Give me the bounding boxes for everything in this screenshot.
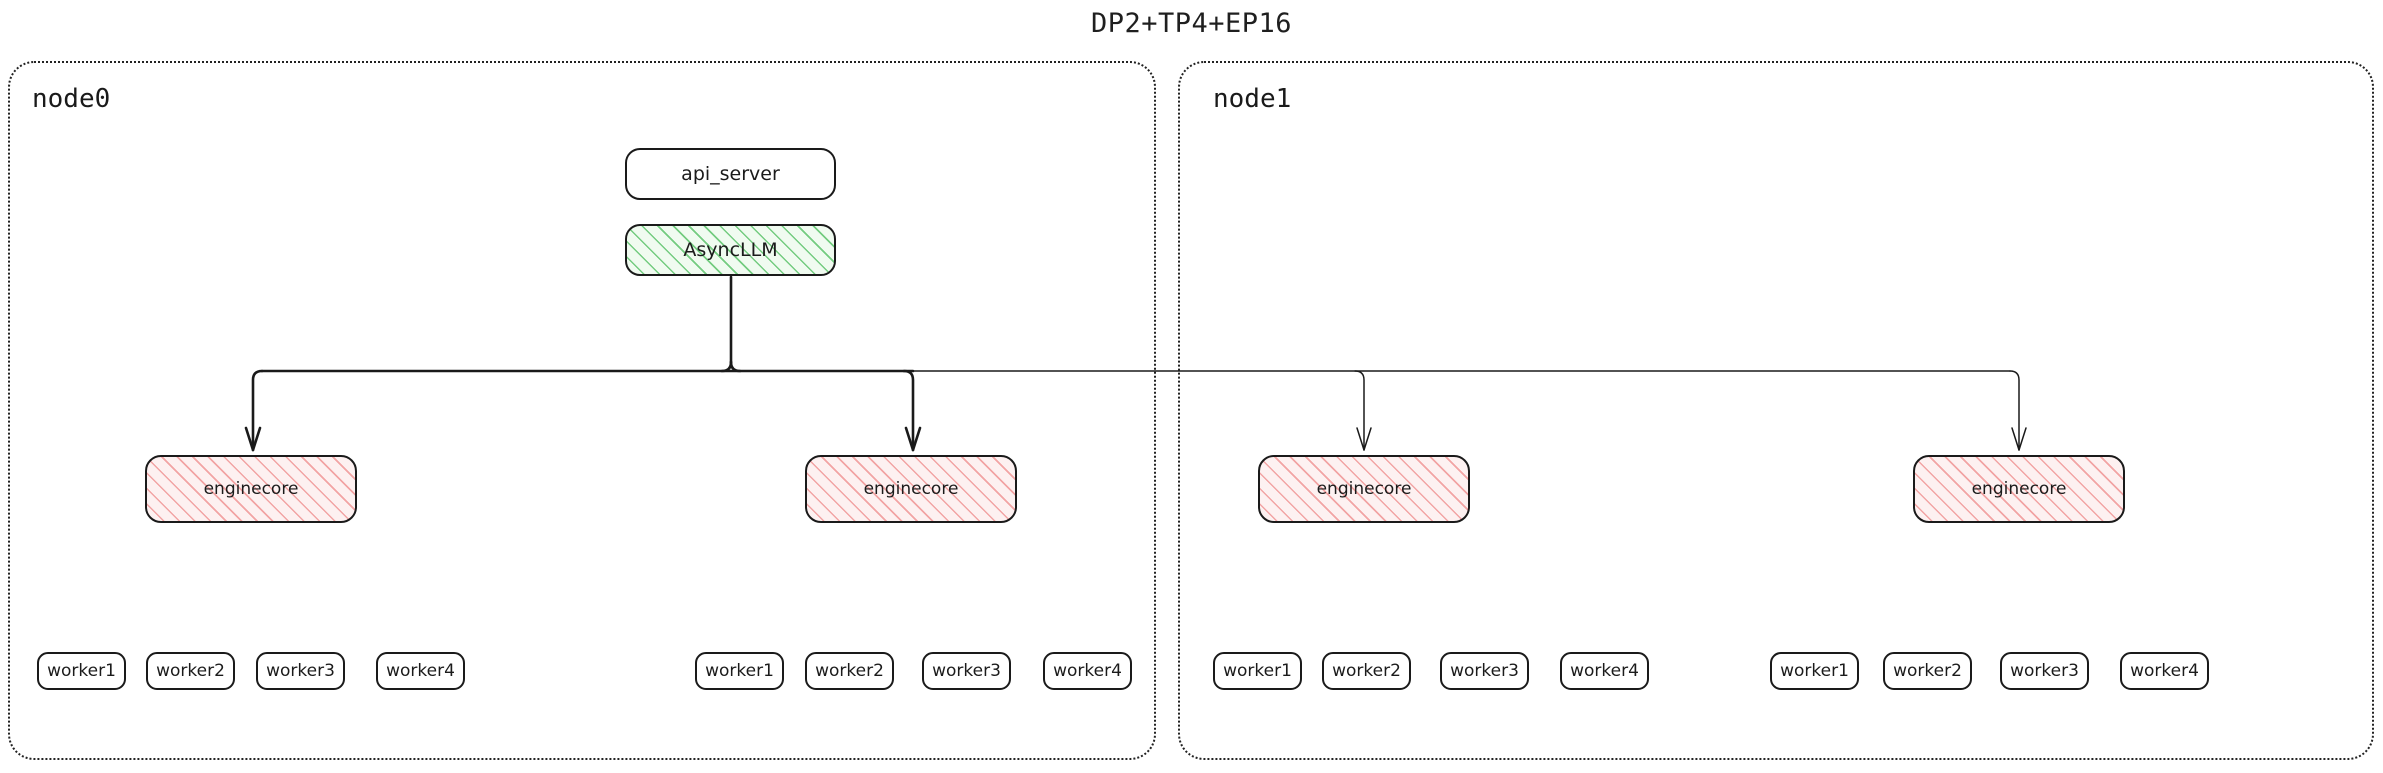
worker-box-node0-g1-worker3: worker3: [922, 652, 1011, 690]
worker-box-node1-g0-worker4: worker4: [1560, 652, 1649, 690]
async-llm-box: AsyncLLM: [625, 224, 836, 276]
node-container-node0: [8, 61, 1156, 760]
worker-box-node1-g0-worker2: worker2: [1322, 652, 1411, 690]
worker-box-node0-g1-worker4: worker4: [1043, 652, 1132, 690]
enginecore-box-node0-1: enginecore: [805, 455, 1017, 523]
enginecore-box-node0-0: enginecore: [145, 455, 357, 523]
worker-box-node1-g0-worker3: worker3: [1440, 652, 1529, 690]
worker-box-node1-g1-worker4: worker4: [2120, 652, 2209, 690]
worker-box-node1-g0-worker1: worker1: [1213, 652, 1302, 690]
worker-box-node0-g0-worker4: worker4: [376, 652, 465, 690]
node-label-node1: node1: [1213, 84, 1292, 114]
worker-box-node0-g0-worker3: worker3: [256, 652, 345, 690]
worker-box-node1-g1-worker2: worker2: [1883, 652, 1972, 690]
worker-box-node0-g0-worker1: worker1: [37, 652, 126, 690]
node-label-node0: node0: [32, 84, 111, 114]
worker-box-node0-g1-worker1: worker1: [695, 652, 784, 690]
worker-box-node1-g1-worker1: worker1: [1770, 652, 1859, 690]
enginecore-box-node1-0: enginecore: [1258, 455, 1470, 523]
node-container-node1: [1178, 61, 2374, 760]
page-title: DP2+TP4+EP16: [1090, 8, 1293, 39]
worker-box-node0-g0-worker2: worker2: [146, 652, 235, 690]
enginecore-box-node1-1: enginecore: [1913, 455, 2125, 523]
worker-box-node0-g1-worker2: worker2: [805, 652, 894, 690]
api-server-box: api_server: [625, 148, 836, 200]
worker-box-node1-g1-worker3: worker3: [2000, 652, 2089, 690]
